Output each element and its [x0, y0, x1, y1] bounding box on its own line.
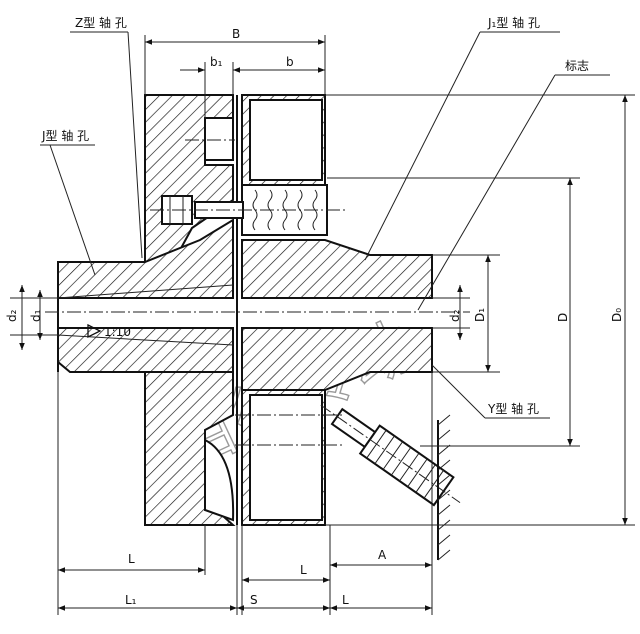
dim-d2-left: d₂ — [5, 309, 19, 322]
dim-L-mid: L — [300, 563, 307, 577]
dim-D: D — [556, 313, 570, 322]
right-bottom-pocket — [249, 394, 323, 521]
dim-L-bottom: L — [342, 593, 349, 607]
dim-S: S — [250, 593, 258, 607]
right-hub-top — [241, 239, 433, 299]
right-half-coupling — [236, 94, 433, 526]
dim-L-left: L — [128, 552, 135, 566]
dim-d2-right: d₂ — [448, 309, 462, 322]
mounting-wall — [437, 414, 451, 561]
taper-ratio: 1:10 — [104, 325, 131, 339]
dimensions: B b₁ b d₂ d₁ 1:10 d₂ D₁ D D₀ — [5, 27, 635, 615]
label-z-bore: Z型 轴 孔 — [75, 15, 127, 30]
label-j-bore: J型 轴 孔 — [41, 128, 89, 143]
dim-D1: D₁ — [473, 308, 487, 322]
callouts: Z型 轴 孔 J₁型 轴 孔 标志 J型 轴 孔 Y型 轴 孔 — [40, 15, 610, 419]
dim-B: B — [232, 27, 240, 41]
left-pocket-lower — [204, 438, 235, 522]
dim-b: b — [286, 55, 294, 69]
dim-L1: L₁ — [125, 593, 137, 607]
label-y-bore: Y型 轴 孔 — [487, 401, 539, 416]
dim-A: A — [378, 548, 387, 562]
label-j1-bore: J₁型 轴 孔 — [487, 15, 540, 30]
dim-b1: b₁ — [210, 55, 223, 69]
label-mark: 标志 — [565, 59, 589, 73]
right-top-pocket — [249, 99, 323, 181]
left-hub-bottom — [57, 327, 234, 373]
dim-D0: D₀ — [610, 308, 624, 322]
left-half-coupling — [57, 94, 236, 526]
inclined-pin-tool — [320, 404, 461, 507]
left-pocket-upper — [204, 117, 234, 161]
taper-symbol — [87, 323, 102, 339]
dim-d1-left: d₁ — [29, 309, 43, 322]
